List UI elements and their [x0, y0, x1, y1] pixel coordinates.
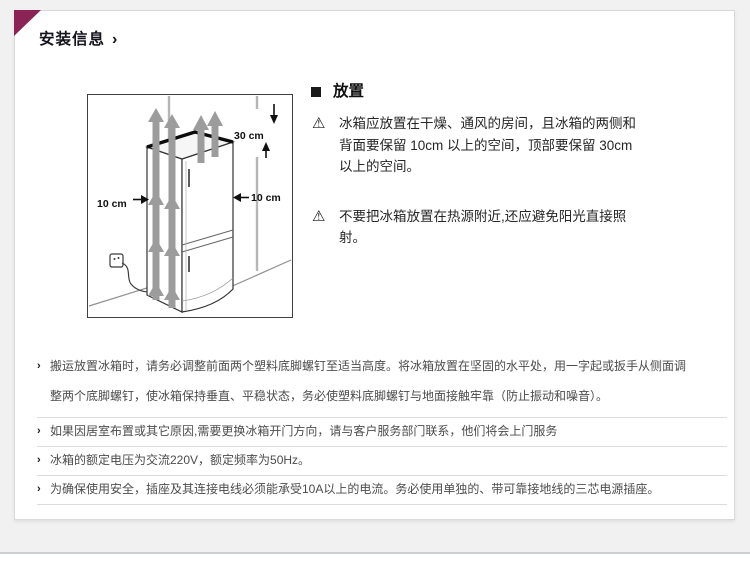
note-text: 如果因居室布置或其它原因,需要更换冰箱开门方向，请与客户服务部门联系，他们将会上…	[50, 424, 558, 438]
airflow-arrows-icon	[148, 108, 223, 308]
placement-section: 放置 ⚠ 冰箱应放置在干燥、通风的房间，且冰箱的两侧和 背面要保留 10cm 以…	[311, 82, 715, 249]
note-item: › 冰箱的额定电压为交流220V，额定频率为50Hz。	[37, 447, 727, 476]
fridge-clearance-figure: 30 cm 10 cm 10 cm	[88, 96, 292, 313]
refrigerator-illustration	[145, 130, 236, 313]
page-title-text: 安装信息	[39, 31, 106, 48]
page-title: 安装信息 ›	[39, 31, 117, 48]
chevron-bullet-icon: ›	[37, 425, 41, 437]
power-outlet-icon	[109, 253, 150, 293]
chevron-right-icon: ›	[112, 31, 118, 48]
clearance-diagram: 30 cm 10 cm 10 cm	[87, 94, 293, 318]
corner-accent-triangle-icon	[14, 10, 41, 36]
note-text: 冰箱的额定电压为交流220V，额定频率为50Hz。	[50, 453, 311, 467]
note-item: › 如果因居室布置或其它原因,需要更换冰箱开门方向，请与客户服务部门联系，他们将…	[37, 418, 727, 447]
top-clearance-label: 30 cm	[234, 130, 264, 142]
installation-notes: › 搬运放置冰箱时，请务必调整前面两个塑料底脚螺钉至适当高度。将冰箱放置在坚固的…	[37, 349, 727, 505]
warning-triangle-icon: ⚠	[312, 115, 326, 132]
warning-triangle-icon: ⚠	[312, 207, 326, 225]
bottom-strip	[0, 554, 750, 566]
warning-text: 冰箱应放置在干燥、通风的房间，且冰箱的两侧和 背面要保留 10cm 以上的空间，…	[339, 116, 636, 174]
square-bullet-icon	[311, 86, 321, 97]
chevron-bullet-icon: ›	[37, 360, 41, 372]
note-item: › 为确保使用安全，插座及其连接电线必须能承受10A以上的电流。务必使用单独的、…	[37, 476, 727, 505]
warning-item: ⚠ 不要把冰箱放置在热源附近,还应避免阳光直接照 射。	[311, 206, 715, 249]
warning-text: 不要把冰箱放置在热源附近,还应避免阳光直接照 射。	[339, 208, 627, 246]
warning-item: ⚠ 冰箱应放置在干燥、通风的房间，且冰箱的两侧和 背面要保留 10cm 以上的空…	[311, 113, 715, 178]
note-text: 搬运放置冰箱时，请务必调整前面两个塑料底脚螺钉至适当高度。将冰箱放置在坚固的水平…	[50, 359, 687, 403]
section-heading: 放置	[311, 82, 715, 101]
measurement-arrows-icon	[133, 104, 278, 204]
note-item: › 搬运放置冰箱时，请务必调整前面两个塑料底脚螺钉至适当高度。将冰箱放置在坚固的…	[37, 349, 727, 418]
note-text: 为确保使用安全，插座及其连接电线必须能承受10A以上的电流。务必使用单独的、带可…	[50, 482, 660, 496]
manual-page-card: 安装信息 ›	[14, 10, 735, 520]
section-heading-text: 放置	[333, 83, 365, 100]
left-clearance-label: 10 cm	[97, 198, 127, 210]
bottom-divider	[0, 552, 750, 554]
right-clearance-label: 10 cm	[251, 192, 281, 204]
chevron-bullet-icon: ›	[37, 483, 41, 495]
chevron-bullet-icon: ›	[37, 454, 41, 466]
